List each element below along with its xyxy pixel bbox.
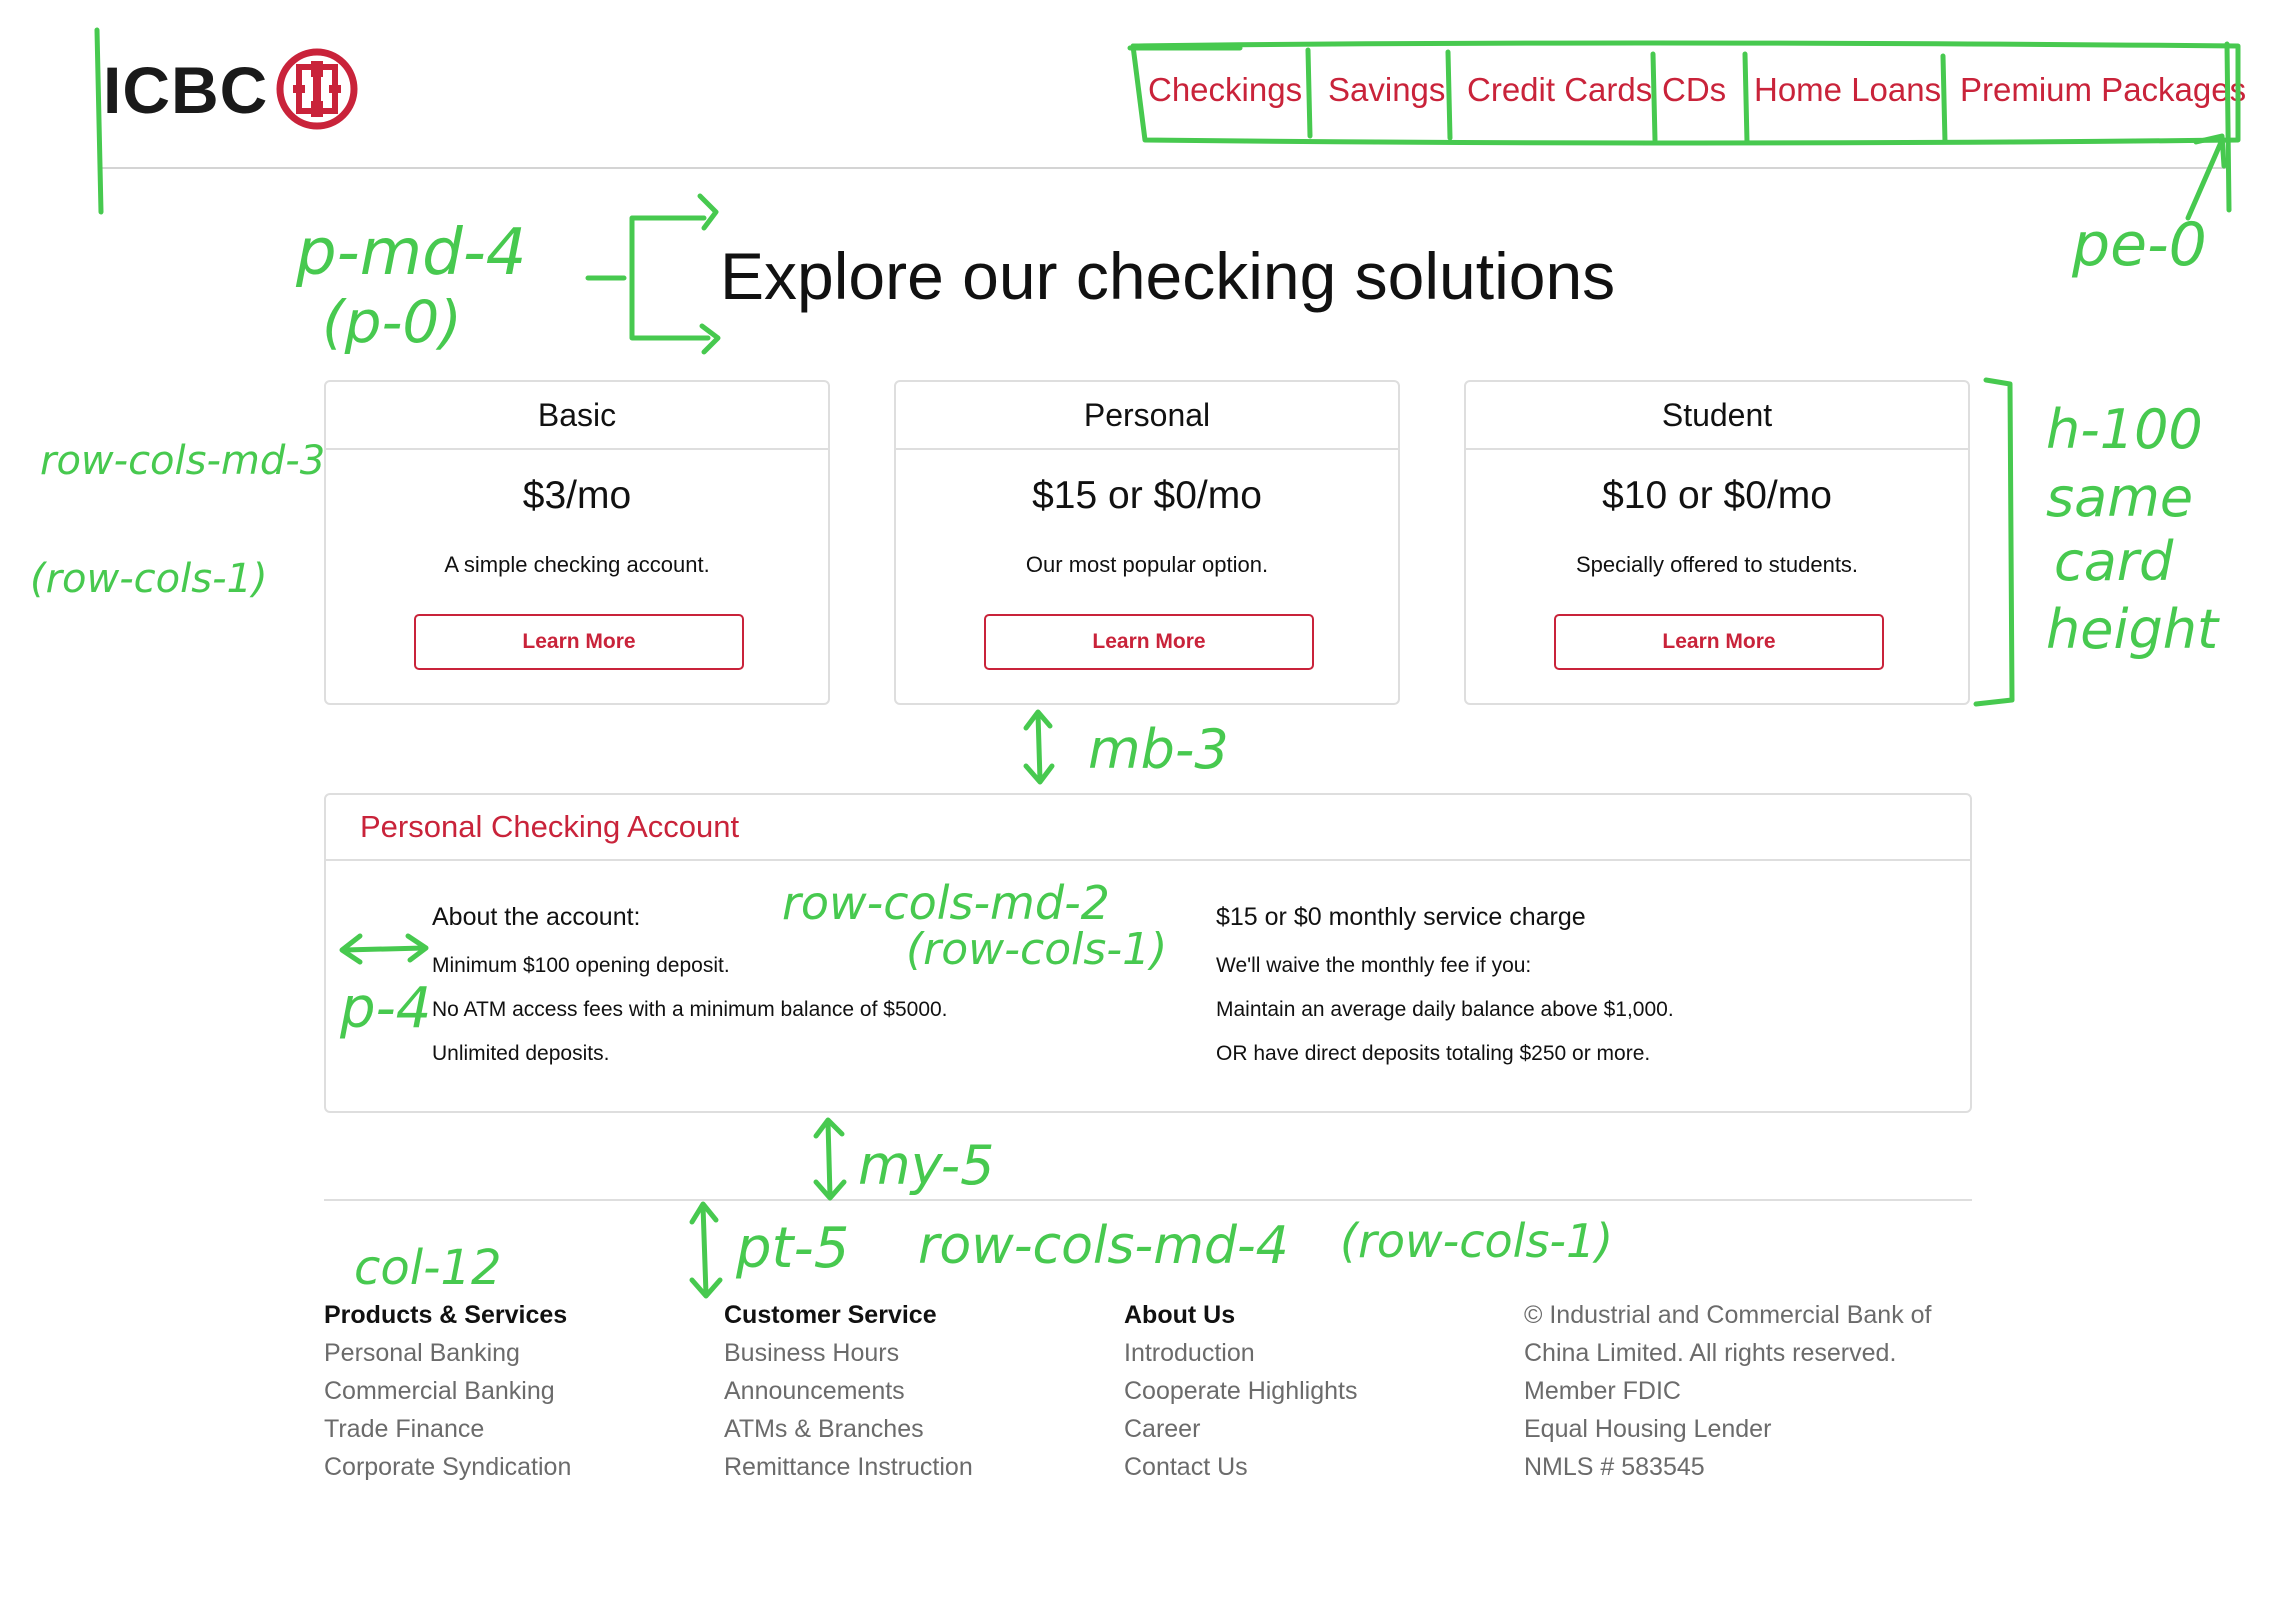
footer-link[interactable]: ATMs & Branches <box>724 1415 924 1443</box>
card-header: Student <box>1466 382 1968 450</box>
nav-item-checkings[interactable]: Checkings <box>1148 71 1303 108</box>
icbc-logo-icon[interactable] <box>275 47 359 131</box>
plan-card-student: Student $10 or $0/mo Specially offered t… <box>1464 380 1970 705</box>
footer-divider <box>324 1199 1972 1201</box>
footer-link[interactable]: Business Hours <box>724 1339 900 1367</box>
detail-right-heading: $15 or $0 monthly service charge <box>1216 903 1586 931</box>
page-title: Explore our checking solutions <box>720 239 1616 313</box>
account-detail-panel: Personal Checking Account About the acco… <box>324 793 1972 1113</box>
detail-left-heading: About the account: <box>432 903 641 931</box>
annotation-card: card <box>2054 530 2174 593</box>
learn-more-button[interactable]: Learn More <box>1554 614 1884 670</box>
footer-column-products: Products & Services Personal Banking Com… <box>324 1296 704 1486</box>
footer-link[interactable]: Contact Us <box>1124 1453 1248 1481</box>
annotation-row-cols-1: (row-cols-1) <box>30 556 268 602</box>
annotation-pe-0: pe-0 <box>2072 210 2207 280</box>
brand-logo-text[interactable]: ICBC <box>103 53 269 127</box>
annotation-mb-3: mb-3 <box>1088 718 1229 781</box>
footer-legal-line: China Limited. All rights reserved. <box>1524 1339 1897 1367</box>
detail-left-column: About the account: Minimum $100 opening … <box>432 903 948 1086</box>
annotation-my-5: my-5 <box>858 1134 995 1197</box>
footer-link[interactable]: Career <box>1124 1415 1201 1443</box>
plan-card-basic: Basic $3/mo A simple checking account. L… <box>324 380 830 705</box>
detail-line: Minimum $100 opening deposit. <box>432 954 730 977</box>
detail-line: We'll waive the monthly fee if you: <box>1216 954 1532 977</box>
annotation-row-cols-md-4: row-cols-md-4 <box>918 1216 1289 1276</box>
footer-link[interactable]: Corporate Syndication <box>324 1453 572 1481</box>
annotation-same: same <box>2046 466 2194 529</box>
footer-legal-line: Equal Housing Lender <box>1524 1415 1772 1443</box>
header-divider <box>100 167 2230 169</box>
footer-link[interactable]: Remittance Instruction <box>724 1453 973 1481</box>
detail-title: Personal Checking Account <box>360 809 740 844</box>
nav-item-home-loans[interactable]: Home Loans <box>1754 71 1942 108</box>
annotation-p-0: (p-0) <box>322 288 462 356</box>
footer-link[interactable]: Introduction <box>1124 1339 1255 1367</box>
card-price: $10 or $0/mo <box>1602 474 1832 517</box>
footer-legal-line: © Industrial and Commercial Bank of <box>1524 1301 1932 1329</box>
footer-legal-line: NMLS # 583545 <box>1524 1453 1705 1481</box>
annotation-row-cols-md-2: row-cols-md-2 <box>782 876 1110 930</box>
detail-line: Unlimited deposits. <box>432 1042 610 1065</box>
nav-item-credit-cards[interactable]: Credit Cards <box>1467 71 1653 108</box>
card-description: A simple checking account. <box>444 552 710 577</box>
annotation-h-100: h-100 <box>2046 398 2203 461</box>
card-description: Specially offered to students. <box>1575 552 1859 577</box>
detail-line: OR have direct deposits totaling $250 or… <box>1216 1042 1651 1065</box>
detail-header: Personal Checking Account <box>326 795 1970 861</box>
annotation-p-4: p-4 <box>340 976 432 1041</box>
footer-link[interactable]: Announcements <box>724 1377 905 1405</box>
annotation-col-12: col-12 <box>354 1240 502 1296</box>
card-price: $3/mo <box>522 474 632 517</box>
card-price: $15 or $0/mo <box>1032 474 1262 517</box>
footer-heading: Customer Service <box>724 1301 937 1329</box>
detail-right-column: $15 or $0 monthly service charge We'll w… <box>1216 903 1674 1086</box>
footer-link[interactable]: Cooperate Highlights <box>1124 1377 1358 1405</box>
annotation-row-cols-1: (row-cols-1) <box>1340 1214 1614 1268</box>
footer-column-legal: © Industrial and Commercial Bank of Chin… <box>1524 1296 1984 1486</box>
nav-item-premium-packages[interactable]: Premium Packages <box>1960 71 2247 108</box>
footer-link[interactable]: Personal Banking <box>324 1339 520 1367</box>
footer-column-customer-service: Customer Service Business Hours Announce… <box>724 1296 1104 1486</box>
detail-line: No ATM access fees with a minimum balanc… <box>432 998 948 1021</box>
footer-link[interactable]: Trade Finance <box>324 1415 485 1443</box>
card-header: Basic <box>326 382 828 450</box>
card-description: Our most popular option. <box>1025 552 1269 577</box>
nav-item-cds[interactable]: CDs <box>1662 71 1727 108</box>
learn-more-button[interactable]: Learn More <box>414 614 744 670</box>
annotation-height: height <box>2046 598 2219 661</box>
card-header: Personal <box>896 382 1398 450</box>
annotation-p-md-4: p-md-4 <box>296 216 527 290</box>
footer-link[interactable]: Commercial Banking <box>324 1377 555 1405</box>
annotation-row-cols-md-3: row-cols-md-3 <box>40 438 326 484</box>
footer-legal-line: Member FDIC <box>1524 1377 1681 1405</box>
learn-more-button[interactable]: Learn More <box>984 614 1314 670</box>
annotation-row-cols-1: (row-cols-1) <box>906 924 1168 975</box>
footer-column-about-us: About Us Introduction Cooperate Highligh… <box>1124 1296 1504 1486</box>
footer-heading: About Us <box>1124 1301 1236 1329</box>
detail-line: Maintain an average daily balance above … <box>1216 998 1674 1021</box>
nav-item-savings[interactable]: Savings <box>1328 71 1446 108</box>
top-nav: Checkings Savings Credit Cards CDs Home … <box>1140 60 2246 120</box>
annotation-pt-5: pt-5 <box>736 1216 850 1281</box>
plan-card-personal: Personal $15 or $0/mo Our most popular o… <box>894 380 1400 705</box>
footer-heading: Products & Services <box>324 1301 568 1329</box>
